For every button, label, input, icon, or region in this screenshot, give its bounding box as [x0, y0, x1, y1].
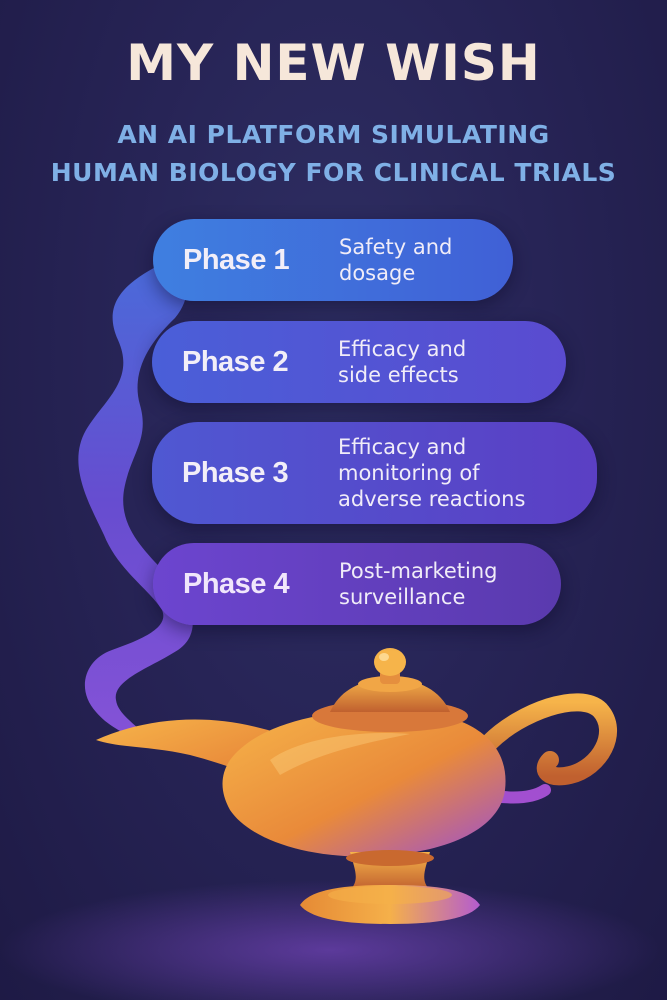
lamp-highlight [270, 733, 410, 775]
phase-description: Efficacy and side effects [338, 337, 467, 387]
phase-label: Phase 4 [183, 567, 290, 600]
subtitle: AN AI PLATFORM SIMULATING HUMAN BIOLOGY … [0, 116, 667, 192]
phase-label: Phase 3 [182, 456, 289, 489]
lamp-stem-ring [346, 850, 434, 866]
phase-card-1: Phase 1 Safety and dosage [153, 219, 513, 301]
phase-card-3: Phase 3 Efficacy and monitoring of adver… [152, 422, 597, 524]
phase-label: Phase 2 [182, 345, 289, 378]
subtitle-line-2: HUMAN BIOLOGY FOR CLINICAL TRIALS [50, 158, 617, 187]
lamp-handle [481, 693, 618, 786]
phase-description: Efficacy and monitoring of adverse react… [338, 435, 526, 511]
phase-card-2: Phase 2 Efficacy and side effects [152, 321, 566, 403]
genie-smoke [78, 262, 193, 742]
phase-label: Phase 1 [183, 243, 290, 276]
phase-card-4: Phase 4 Post-marketing surveillance [153, 543, 561, 625]
subtitle-line-1: AN AI PLATFORM SIMULATING [117, 120, 550, 149]
phase-description: Safety and dosage [339, 235, 453, 285]
lamp-base-top [328, 886, 452, 904]
page-title: MY NEW WISH [126, 34, 541, 92]
phase-description: Post-marketing surveillance [339, 559, 498, 609]
lamp-finial [374, 648, 406, 676]
lamp-finial-highlight [379, 653, 389, 661]
lamp-body [222, 710, 506, 857]
floor-glow [0, 880, 660, 1000]
